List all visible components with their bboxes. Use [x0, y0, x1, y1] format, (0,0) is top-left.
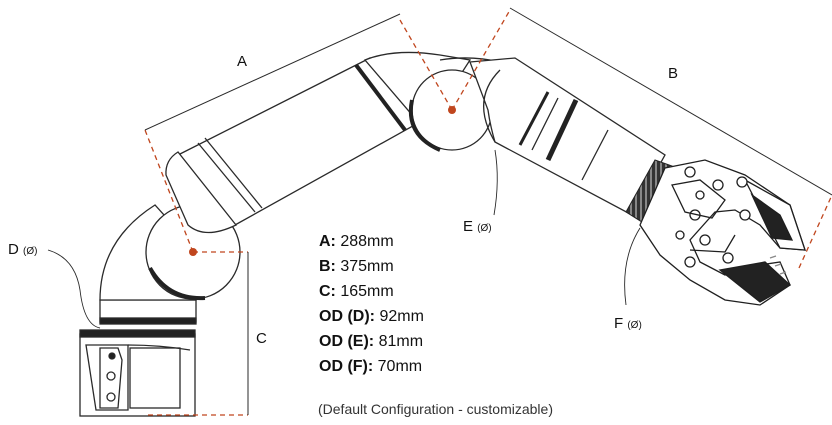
- elbow-joint-dot: [448, 106, 456, 114]
- spec-od-e-key: OD (E):: [319, 333, 375, 350]
- spec-od-e: OD (E): 81mm: [319, 333, 423, 351]
- forearm-link: [469, 57, 666, 216]
- label-b: B: [668, 65, 679, 82]
- label-f-diameter: (Ø): [627, 320, 642, 331]
- spec-c-value: 165mm: [340, 283, 394, 300]
- label-c: C: [256, 330, 267, 347]
- robot-base: [79, 329, 196, 417]
- spec-a-key: A:: [319, 233, 336, 250]
- label-f: F (Ø): [614, 315, 642, 332]
- gripper: [639, 159, 806, 306]
- spec-a-value: 288mm: [340, 233, 394, 250]
- spec-c: C: 165mm: [319, 283, 394, 301]
- spec-od-d-value: 92mm: [379, 308, 424, 325]
- label-e: E (Ø): [463, 218, 492, 235]
- dimension-lines: [144, 7, 832, 415]
- spec-b-value: 375mm: [340, 258, 394, 275]
- shoulder-joint-dot: [189, 248, 197, 256]
- label-a: A: [237, 53, 248, 70]
- label-e-diameter: (Ø): [477, 223, 492, 234]
- label-d-letter: D: [8, 241, 19, 258]
- spec-b: B: 375mm: [319, 258, 394, 276]
- spec-b-key: B:: [319, 258, 336, 275]
- label-d: D (Ø): [8, 241, 37, 258]
- spec-od-f-value: 70mm: [377, 358, 423, 375]
- upper-arm-link: [165, 57, 421, 234]
- label-e-letter: E: [463, 218, 474, 235]
- spec-od-d-key: OD (D):: [319, 308, 375, 325]
- joint-markers: [189, 106, 456, 256]
- spec-od-e-value: 81mm: [378, 333, 424, 350]
- spec-od-f-key: OD (F):: [319, 358, 374, 375]
- configuration-note: (Default Configuration - customizable): [318, 401, 553, 417]
- label-f-letter: F: [614, 315, 624, 332]
- spec-c-key: C:: [319, 283, 336, 300]
- spec-od-d: OD (D): 92mm: [319, 308, 424, 326]
- spec-a: A: 288mm: [319, 233, 394, 251]
- label-d-diameter: (Ø): [23, 246, 38, 257]
- spec-od-f: OD (F): 70mm: [319, 358, 422, 376]
- leader-lines: [47, 149, 641, 329]
